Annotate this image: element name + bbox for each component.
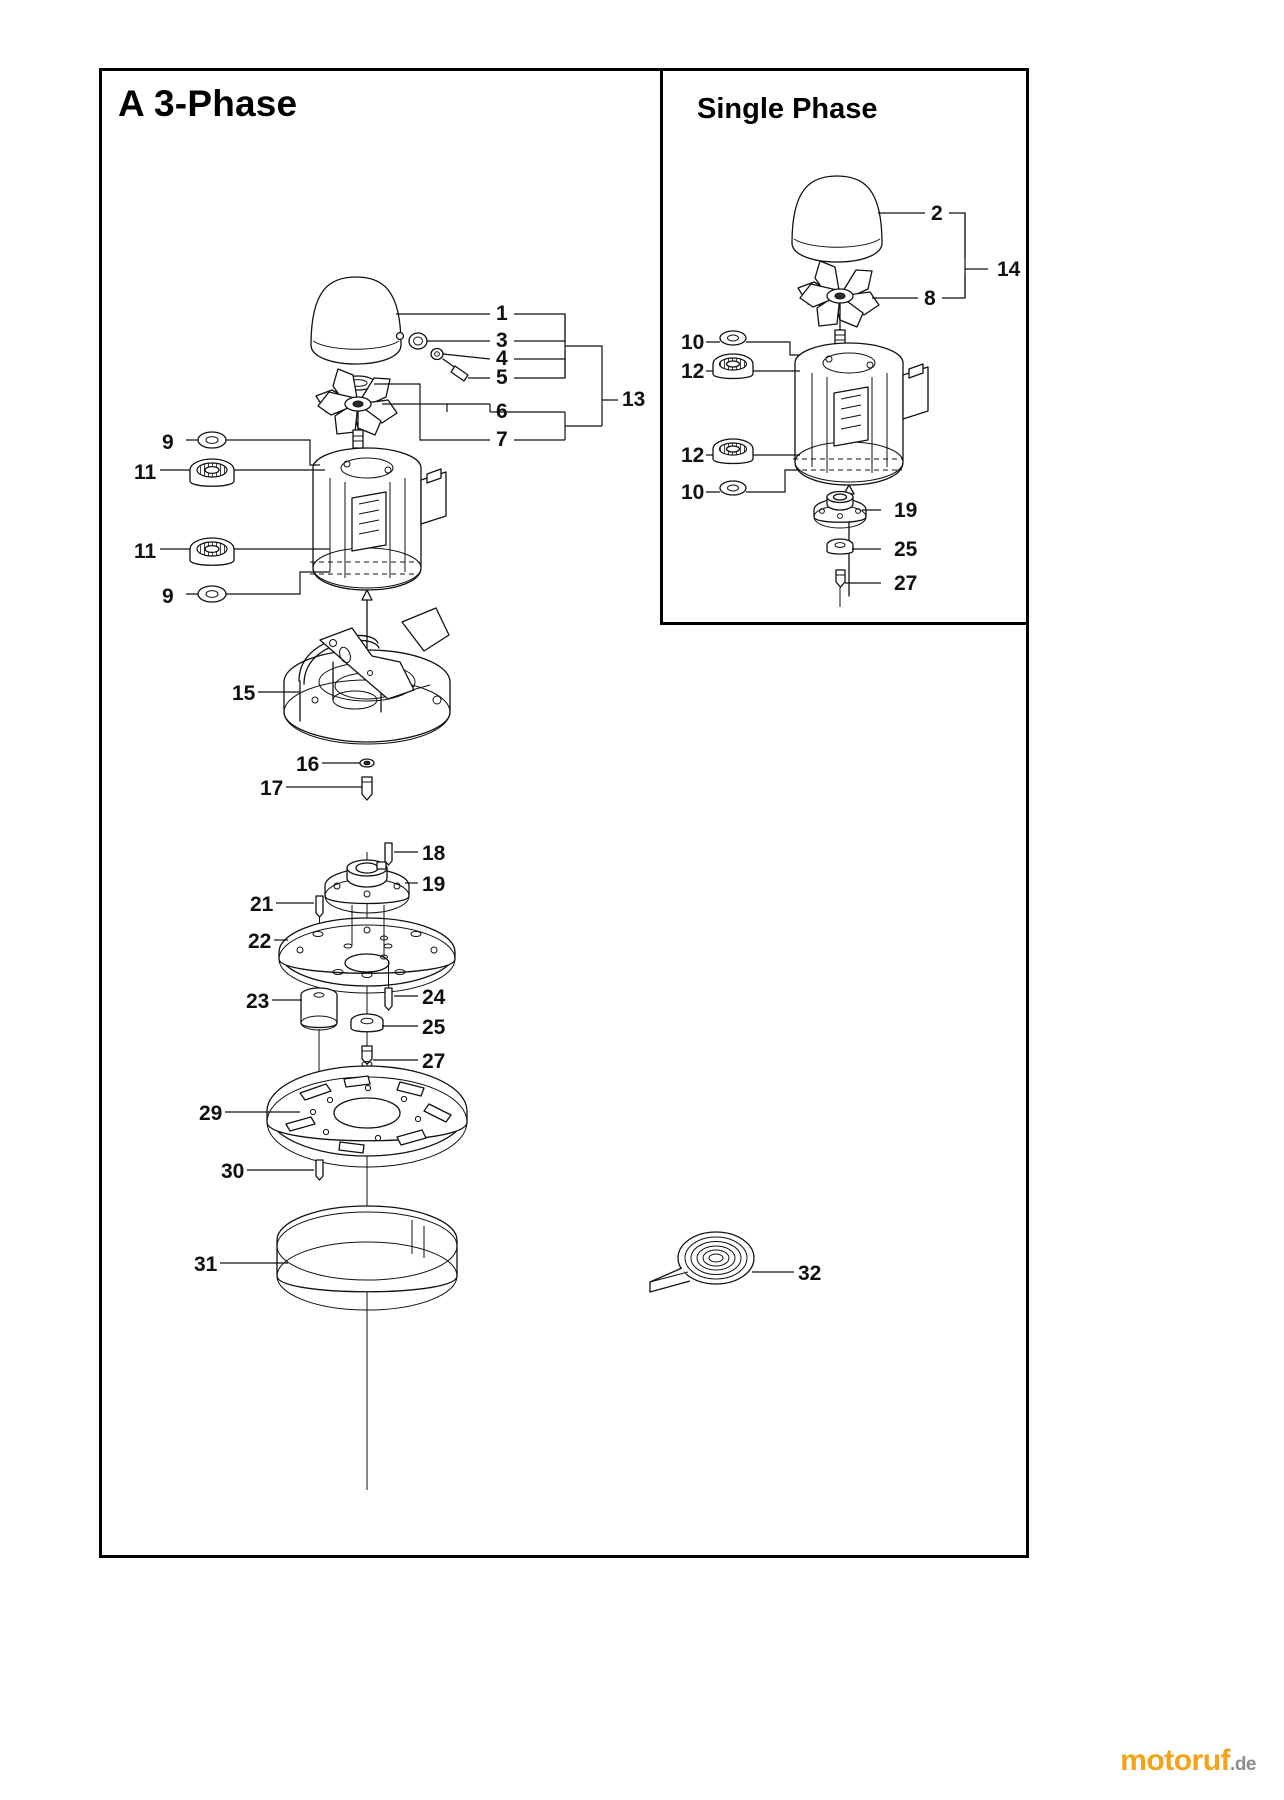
callout-9-lower: 9	[162, 585, 174, 608]
callout-21: 21	[250, 893, 274, 916]
callout-19-single: 19	[894, 499, 918, 522]
callout-15: 15	[232, 682, 256, 705]
callout-27-single: 27	[894, 572, 918, 595]
callout-25-single: 25	[894, 538, 918, 561]
callout-18: 18	[422, 842, 446, 865]
callout-32: 32	[798, 1262, 822, 1285]
callout-13: 13	[622, 388, 646, 411]
watermark-tld: .de	[1230, 1754, 1256, 1775]
callout-17: 17	[260, 777, 284, 800]
callout-25: 25	[422, 1016, 446, 1039]
callout-12-upper: 12	[681, 360, 705, 383]
callout-29: 29	[199, 1102, 223, 1125]
watermark: motoruf.de	[1120, 1744, 1256, 1778]
callout-22: 22	[248, 930, 272, 953]
callout-27: 27	[422, 1050, 446, 1073]
single-phase-panel-frame	[660, 68, 1029, 625]
callout-4: 4	[496, 347, 508, 370]
watermark-brand: motoruf	[1120, 1744, 1231, 1777]
callout-14: 14	[997, 258, 1021, 281]
callout-23: 23	[246, 990, 270, 1013]
callout-24: 24	[422, 986, 446, 1009]
callout-31: 31	[194, 1253, 218, 1276]
callout-1: 1	[496, 302, 508, 325]
callout-3: 3	[496, 329, 508, 352]
page-title-single-phase: Single Phase	[697, 93, 878, 125]
page-title-three-phase: A 3-Phase	[118, 83, 298, 124]
callout-10-lower: 10	[681, 481, 705, 504]
callout-6: 6	[496, 400, 508, 423]
callout-8: 8	[924, 287, 936, 310]
callout-30: 30	[221, 1160, 245, 1183]
callout-9-upper: 9	[162, 431, 174, 454]
callout-19: 19	[422, 873, 446, 896]
callout-5: 5	[496, 366, 508, 389]
callout-11-lower: 11	[134, 540, 157, 563]
callout-2: 2	[931, 202, 943, 225]
callout-12-lower: 12	[681, 444, 705, 467]
callout-7: 7	[496, 428, 508, 451]
callout-11-upper: 11	[134, 461, 157, 484]
callout-16: 16	[296, 753, 320, 776]
callout-10-upper: 10	[681, 331, 705, 354]
